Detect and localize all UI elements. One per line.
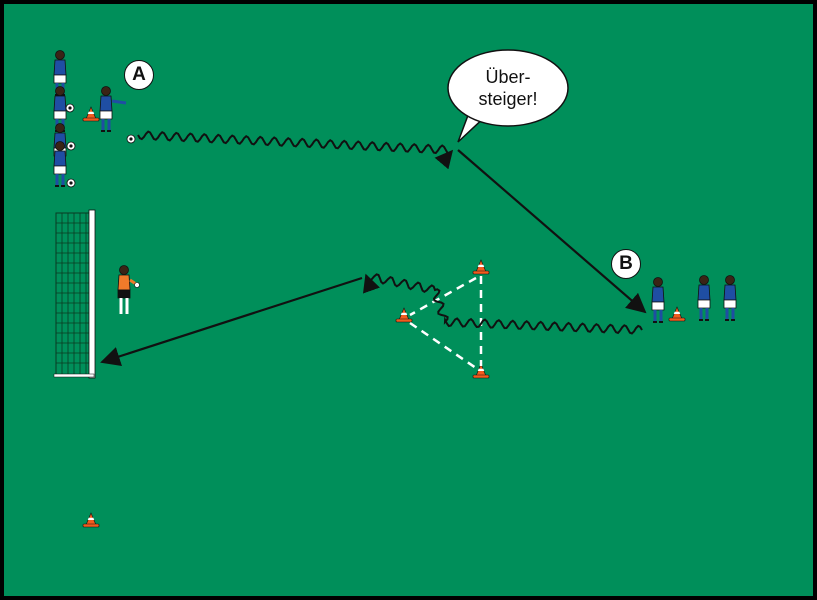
pitch <box>4 4 813 596</box>
pass-to-b <box>457 149 647 314</box>
goalkeeper <box>117 265 140 314</box>
cones <box>82 259 490 528</box>
player-queue-a <box>52 49 76 188</box>
dribble-path-a <box>137 130 454 170</box>
player-queue-b <box>650 274 738 324</box>
label-b: B <box>611 249 641 279</box>
label-a: A <box>124 60 154 90</box>
goal <box>53 209 96 379</box>
player-a <box>82 85 136 144</box>
speech-bubble-text: Über- steiger! <box>452 60 564 116</box>
speech-line-1: Über- <box>485 67 531 87</box>
speech-line-2: steiger! <box>478 89 538 109</box>
dribble-path-b <box>362 273 643 335</box>
speech-bubble <box>447 49 569 143</box>
cone-triangle <box>409 276 483 370</box>
shot-to-goal <box>100 276 363 366</box>
